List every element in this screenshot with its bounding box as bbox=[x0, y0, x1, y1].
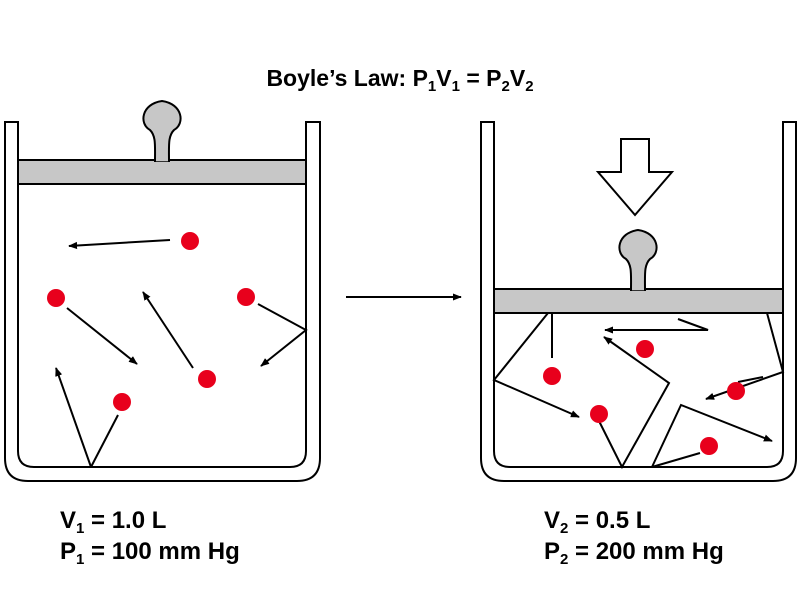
right-molecules bbox=[543, 340, 745, 455]
molecule bbox=[590, 405, 608, 423]
left-pressure-label: P1 = 100 mm Hg bbox=[60, 538, 240, 568]
left-container: V1 = 1.0 L P1 = 100 mm Hg bbox=[4, 99, 321, 568]
left-piston-knob bbox=[142, 99, 182, 162]
molecule bbox=[181, 232, 199, 250]
right-piston bbox=[493, 228, 784, 314]
left-trajectories bbox=[55, 239, 308, 468]
molecule bbox=[198, 370, 216, 388]
molecule bbox=[636, 340, 654, 358]
title-p1: P bbox=[413, 65, 428, 91]
right-piston-plate bbox=[493, 288, 784, 314]
title-prefix: Boyle’s Law: bbox=[266, 65, 412, 91]
right-pressure-label: P2 = 200 mm Hg bbox=[544, 538, 724, 568]
right-container: V2 = 0.5 L P2 = 200 mm Hg bbox=[480, 121, 797, 568]
molecule bbox=[47, 289, 65, 307]
molecule bbox=[700, 437, 718, 455]
compression-arrow-icon bbox=[595, 138, 675, 217]
molecule bbox=[543, 367, 561, 385]
left-container-wall bbox=[4, 121, 321, 482]
right-container-wall bbox=[480, 121, 797, 482]
left-molecules bbox=[47, 232, 255, 411]
left-piston-plate bbox=[17, 159, 307, 185]
molecule bbox=[113, 393, 131, 411]
diagram-title: Boyle’s Law: P1V1 = P2V2 bbox=[266, 65, 533, 95]
left-piston bbox=[17, 99, 307, 185]
right-volume-label: V2 = 0.5 L bbox=[544, 507, 650, 537]
molecule bbox=[727, 382, 745, 400]
molecule bbox=[237, 288, 255, 306]
right-piston-knob bbox=[618, 228, 658, 291]
left-volume-label: V1 = 1.0 L bbox=[60, 507, 166, 537]
